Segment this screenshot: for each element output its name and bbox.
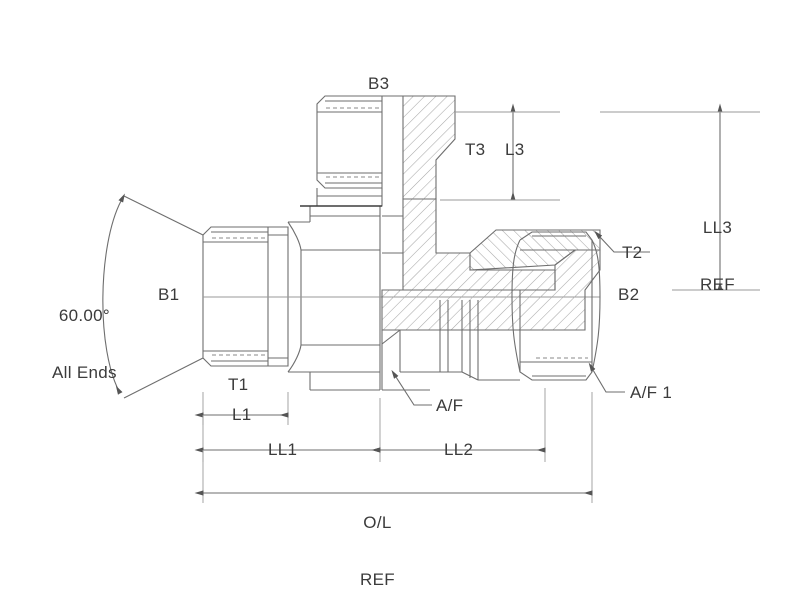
angle-value-text: 60.00°	[58, 306, 110, 325]
drawing-geometry	[102, 95, 760, 503]
left-male-thread-assembly	[202, 221, 380, 373]
label-af1: A/F 1	[630, 383, 673, 402]
label-l1: L1	[232, 405, 252, 424]
leader-af	[391, 369, 432, 406]
label-t1: T1	[228, 375, 249, 394]
leader-t2	[594, 230, 650, 253]
label-b2: B2	[618, 285, 640, 304]
label-af: A/F	[436, 396, 464, 415]
dimension-l3	[440, 103, 560, 201]
angle-note-text: All Ends	[52, 363, 117, 382]
label-ll2: LL2	[444, 440, 474, 459]
label-l3: L3	[505, 140, 525, 159]
label-ol: O/L REF	[360, 475, 395, 600]
angle-callout-text: 60.00° All Ends	[52, 268, 117, 420]
label-ol-ref: REF	[360, 570, 395, 589]
sectioned-body-hatch	[381, 95, 601, 345]
label-t3: T3	[465, 140, 486, 159]
dimension-ll3-ref	[600, 103, 760, 291]
dimension-ll1-ll2	[194, 388, 546, 462]
label-t2: T2	[622, 243, 643, 262]
label-ol-name: O/L	[363, 513, 392, 532]
label-ll1: LL1	[268, 440, 298, 459]
right-swivel-nut-assembly	[381, 231, 601, 391]
label-b1: B1	[158, 285, 180, 304]
label-ll3-name: LL3	[702, 218, 733, 237]
label-b3: B3	[368, 74, 390, 93]
angle-callout-60deg	[102, 193, 204, 399]
label-ll3: LL3 REF	[700, 180, 735, 332]
label-ll3-ref: REF	[700, 275, 735, 294]
leader-af1	[588, 362, 625, 393]
dimension-ol-ref	[194, 392, 593, 503]
